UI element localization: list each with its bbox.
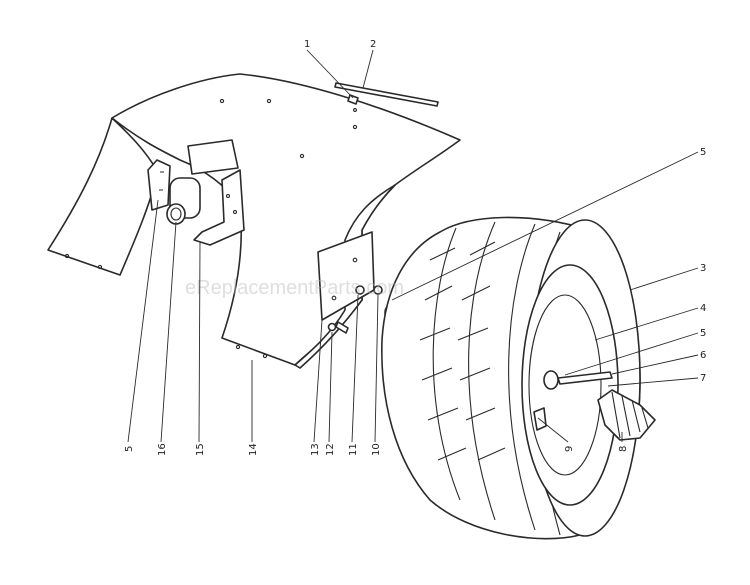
- callout-5-lower: 5: [124, 446, 135, 452]
- callout-1: 1: [304, 39, 310, 50]
- top-hardware: [334, 82, 439, 112]
- callout-2: 2: [370, 39, 376, 50]
- callout-3: 3: [700, 263, 706, 274]
- callout-13: 13: [310, 443, 321, 456]
- callout-labels: 1 2 5 3 4 5 6 7 9 8 5 16 15 14 13 12 11 …: [124, 39, 706, 456]
- callout-5-upper: 5: [700, 147, 706, 158]
- wheel-assembly: [381, 216, 641, 540]
- callout-6: 6: [700, 350, 706, 361]
- pivot-bushing: [166, 177, 201, 225]
- callout-10: 10: [371, 443, 382, 456]
- callout-8: 8: [618, 446, 629, 452]
- hub-boot: [597, 389, 656, 441]
- callout-9: 9: [564, 446, 575, 452]
- mount-bracket: [193, 169, 245, 246]
- callout-5-right: 5: [700, 328, 706, 339]
- leader-lines: [127, 49, 699, 443]
- callout-14: 14: [248, 443, 259, 456]
- callout-12: 12: [325, 443, 336, 456]
- left-bracket: [147, 159, 171, 211]
- callout-16: 16: [157, 443, 168, 456]
- callout-15: 15: [195, 443, 206, 456]
- watermark-text: eReplacementParts.com: [185, 277, 404, 299]
- callout-4: 4: [700, 303, 706, 314]
- callout-7: 7: [700, 373, 706, 384]
- callout-11: 11: [348, 443, 359, 456]
